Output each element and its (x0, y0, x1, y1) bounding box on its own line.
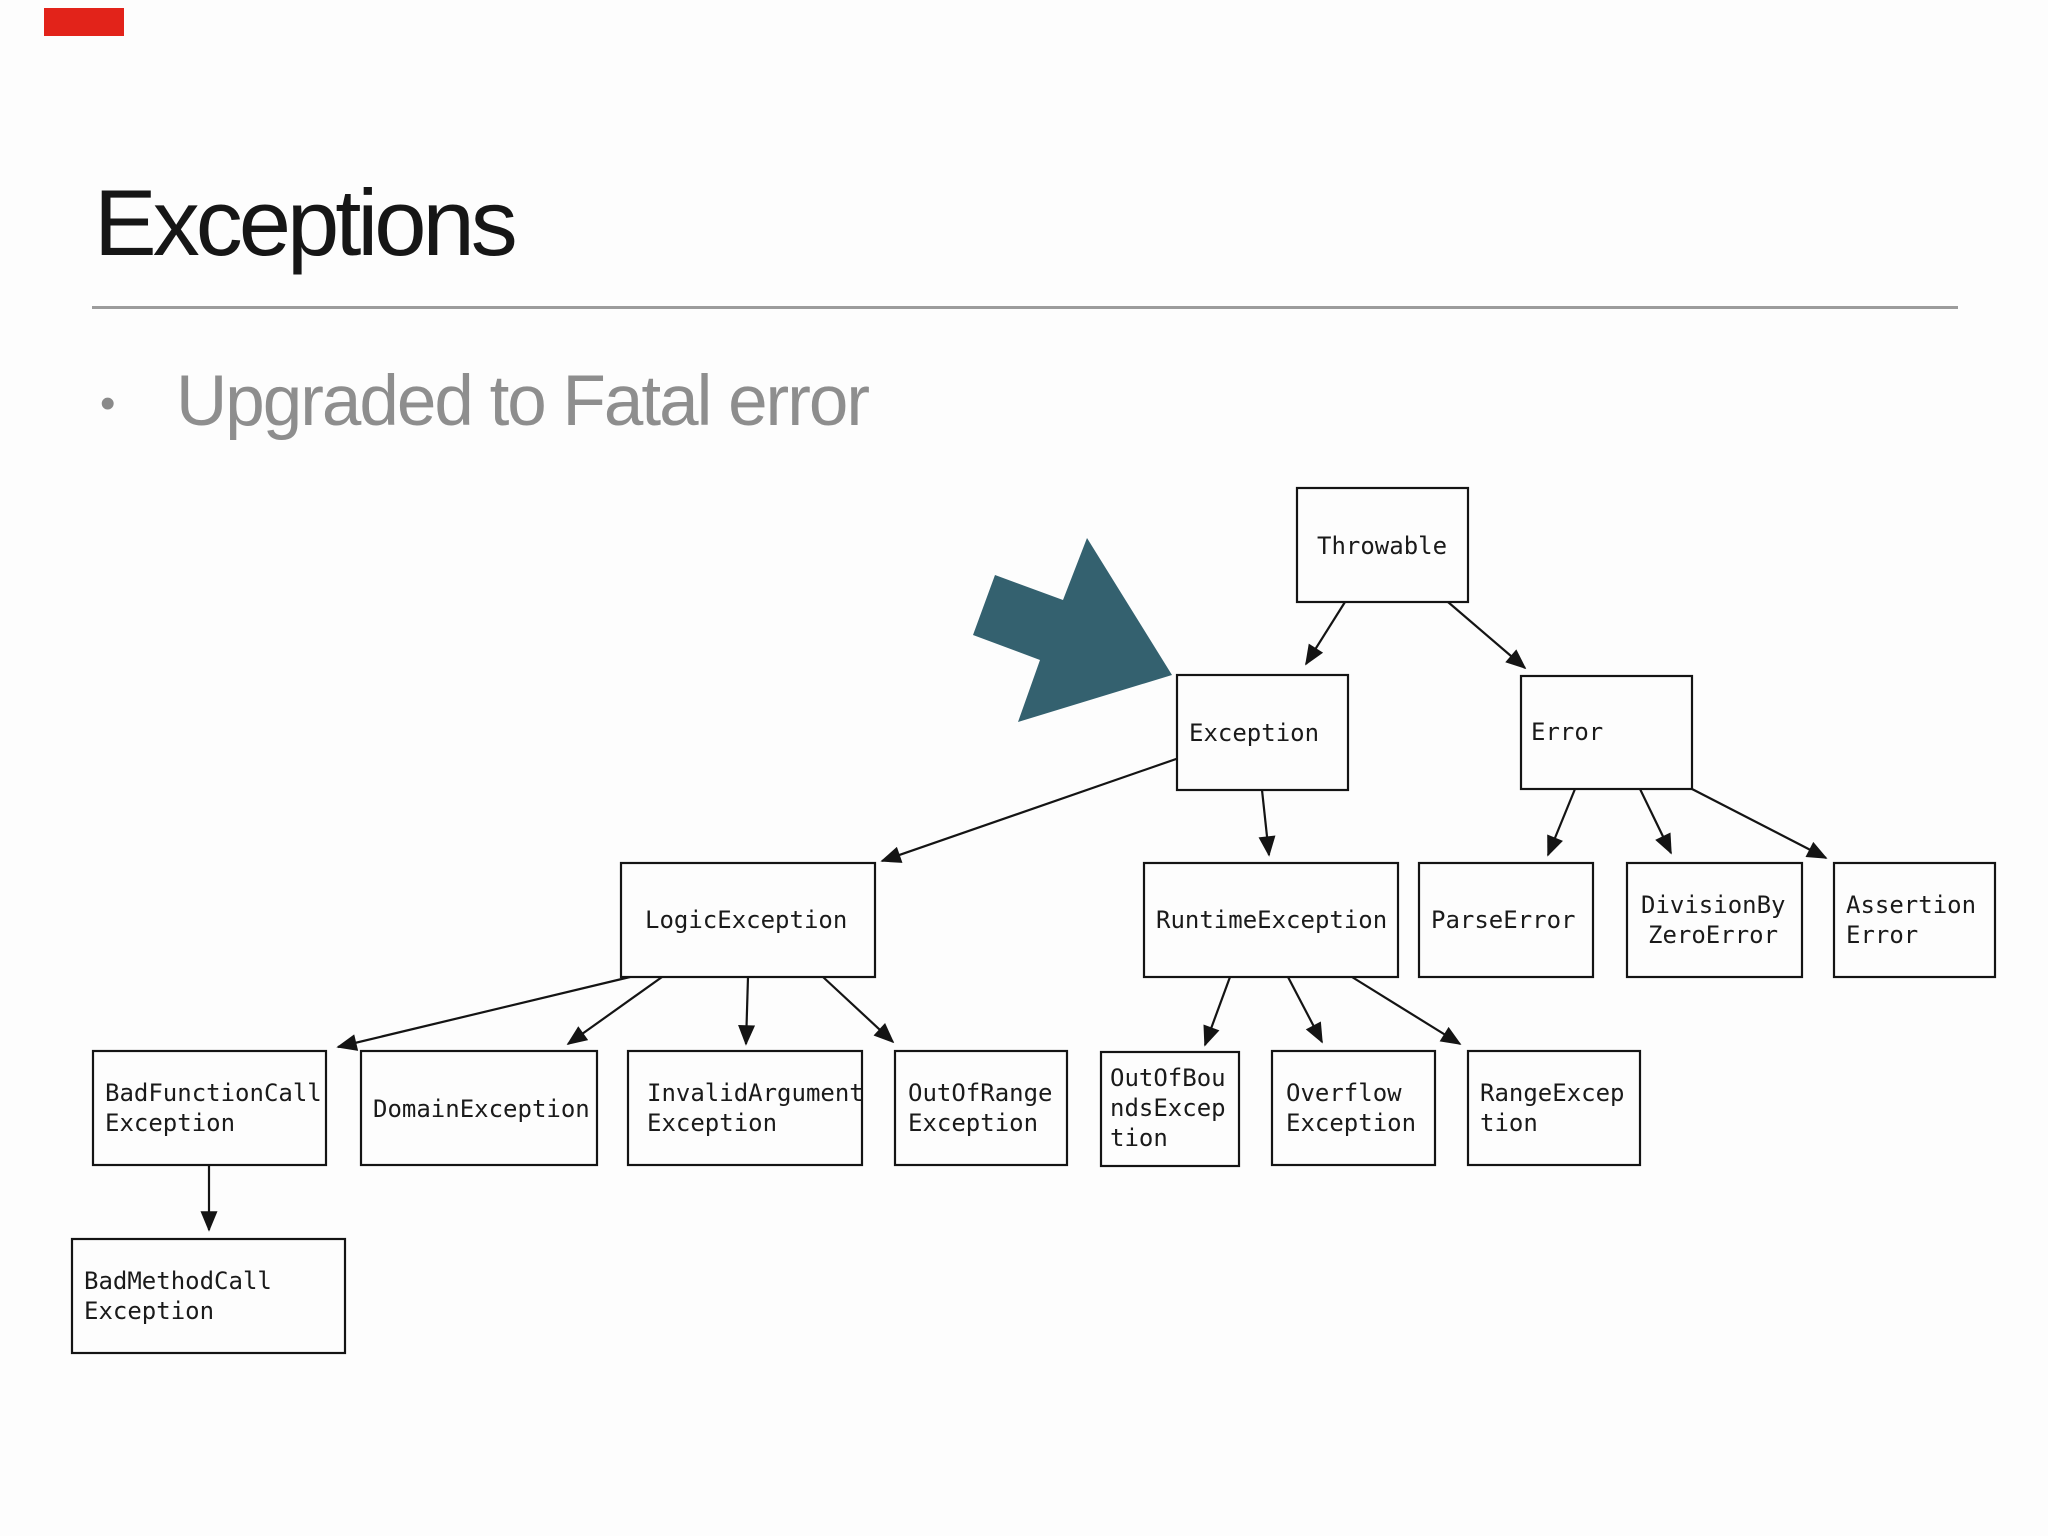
node-label-line: DivisionBy (1641, 891, 1786, 919)
node-box (359, 1049, 599, 1167)
node-box (1142, 861, 1400, 979)
edge-lines (200, 601, 1828, 1232)
edge-runtime-rangeexception (1351, 976, 1462, 1045)
node-label-line: Exception (647, 1109, 777, 1137)
edge-runtime-overflow (1287, 976, 1323, 1044)
node-runtime-exception: RuntimeException (1142, 861, 1400, 979)
edge-throwable-exception (1305, 601, 1346, 666)
edge-logic-domainexception (566, 976, 663, 1045)
node-range-exception: RangeExcep tion (1466, 1049, 1642, 1167)
node-label-line: InvalidArgument (647, 1079, 864, 1107)
node-label-line: ndsExcep (1110, 1094, 1226, 1122)
node-label-line: BadMethodCall (84, 1267, 272, 1295)
node-label-line: OutOfBou (1110, 1064, 1226, 1092)
node-box (1519, 674, 1694, 791)
node-label-line: ParseError (1431, 906, 1576, 934)
title-divider (92, 306, 1958, 309)
node-box (893, 1049, 1069, 1167)
node-label-line: BadFunctionCall (105, 1079, 322, 1107)
node-box (1625, 861, 1804, 979)
bullet-text: Upgraded to Fatal error (176, 362, 870, 441)
node-bad-function-call-exception: BadFunctionCall Exception (91, 1049, 328, 1167)
edge-runtime-outofbounds (1203, 976, 1232, 1047)
page-title: Exceptions (94, 170, 518, 275)
node-label-line: Exception (908, 1109, 1038, 1137)
node-label-line: Exception (105, 1109, 235, 1137)
node-box (626, 1049, 864, 1167)
node-label-line: Assertion (1846, 891, 1976, 919)
node-domain-exception: DomainException (359, 1049, 599, 1167)
node-out-of-bounds-exception: OutOfBou ndsExcep tion (1099, 1050, 1241, 1168)
node-out-of-range-exception: OutOfRange Exception (893, 1049, 1069, 1167)
node-assertion-error: Assertion Error (1832, 861, 1997, 979)
node-label-line: Exception (1189, 719, 1319, 747)
node-label-line: DomainException (373, 1095, 590, 1123)
node-label-line: RangeExcep (1480, 1079, 1625, 1107)
edge-error-parseerror (1546, 788, 1577, 857)
bullet-marker: • (100, 379, 116, 428)
node-box (1417, 861, 1595, 979)
node-label-line: Error (1846, 921, 1918, 949)
node-box (1832, 861, 1997, 979)
node-box (1099, 1050, 1241, 1168)
node-bad-method-call-exception: BadMethodCall Exception (70, 1237, 347, 1355)
node-box (1175, 673, 1350, 792)
node-box (1295, 486, 1470, 604)
node-box (70, 1237, 347, 1355)
node-logic-exception: LogicException (619, 861, 877, 979)
node-exception: Exception (1175, 673, 1350, 792)
node-box (1466, 1049, 1642, 1167)
node-label-line: RuntimeException (1156, 906, 1387, 934)
node-label-line: tion (1480, 1109, 1538, 1137)
node-label-line: Throwable (1317, 532, 1447, 560)
edge-error-divisionbyzeroerror (1639, 788, 1672, 855)
node-label-line: Exception (1286, 1109, 1416, 1137)
node-error: Error (1519, 674, 1694, 791)
node-label-line: LogicException (645, 906, 847, 934)
node-label-line: tion (1110, 1124, 1168, 1152)
node-box (619, 861, 877, 979)
callout-block-arrow-icon (973, 538, 1172, 722)
edge-exception-logicexception (880, 756, 1180, 863)
node-division-by-zero-error: DivisionBy ZeroError (1625, 861, 1804, 979)
node-throwable: Throwable (1295, 486, 1470, 604)
edge-logic-outofrange (822, 976, 895, 1044)
node-box (91, 1049, 328, 1167)
edge-exception-runtimeexception (1258, 789, 1276, 857)
node-label-line: Overflow (1286, 1079, 1402, 1107)
edge-logic-badfunctioncall (336, 975, 631, 1051)
edge-throwable-error (1447, 601, 1527, 670)
node-label-line: OutOfRange (908, 1079, 1053, 1107)
node-invalid-argument-exception: InvalidArgument Exception (626, 1049, 864, 1167)
node-overflow-exception: Overflow Exception (1270, 1049, 1437, 1167)
edge-error-assertionerror (1691, 788, 1828, 859)
node-box (1270, 1049, 1437, 1167)
corner-marker (44, 8, 124, 36)
node-label-line: Error (1531, 718, 1603, 746)
node-label-line: Exception (84, 1297, 214, 1325)
node-parse-error: ParseError (1417, 861, 1595, 979)
node-label-line: ZeroError (1648, 921, 1778, 949)
edge-logic-invalidargument (738, 976, 756, 1046)
